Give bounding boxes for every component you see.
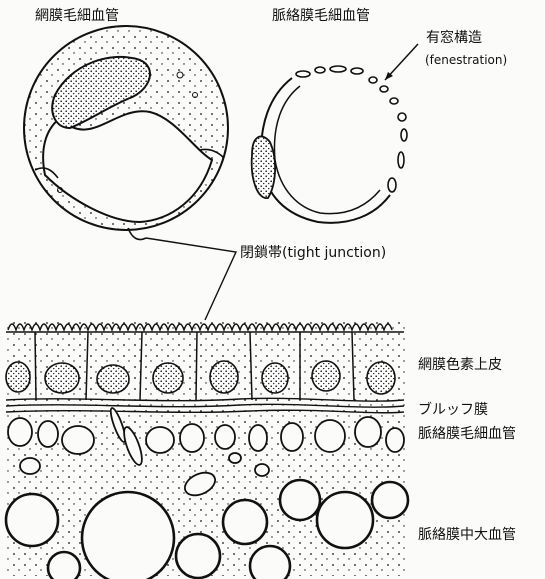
choroidal-capillary-figure	[252, 66, 407, 223]
fenestration-en-label: (fenestration)	[425, 52, 507, 68]
choriocapillaris-label: 脈絡膜毛細血管	[418, 426, 516, 442]
tight-junction-label: 閉鎖帯(tight junction)	[240, 245, 386, 261]
large-vessels-label: 脈絡膜中大血管	[418, 527, 516, 543]
retinal-tissue-section	[5, 318, 408, 579]
rpe-label: 網膜色素上皮	[418, 357, 502, 373]
fenestration-label: 有窓構造	[426, 30, 482, 46]
bruch-label: ブルッフ膜	[418, 402, 488, 418]
tight-junction-pointer	[146, 238, 236, 320]
retinal-capillary-figure	[24, 26, 228, 240]
retinal-capillary-label: 網膜毛細血管	[35, 8, 119, 24]
choroidal-capillary-label: 脈絡膜毛細血管	[272, 8, 370, 24]
